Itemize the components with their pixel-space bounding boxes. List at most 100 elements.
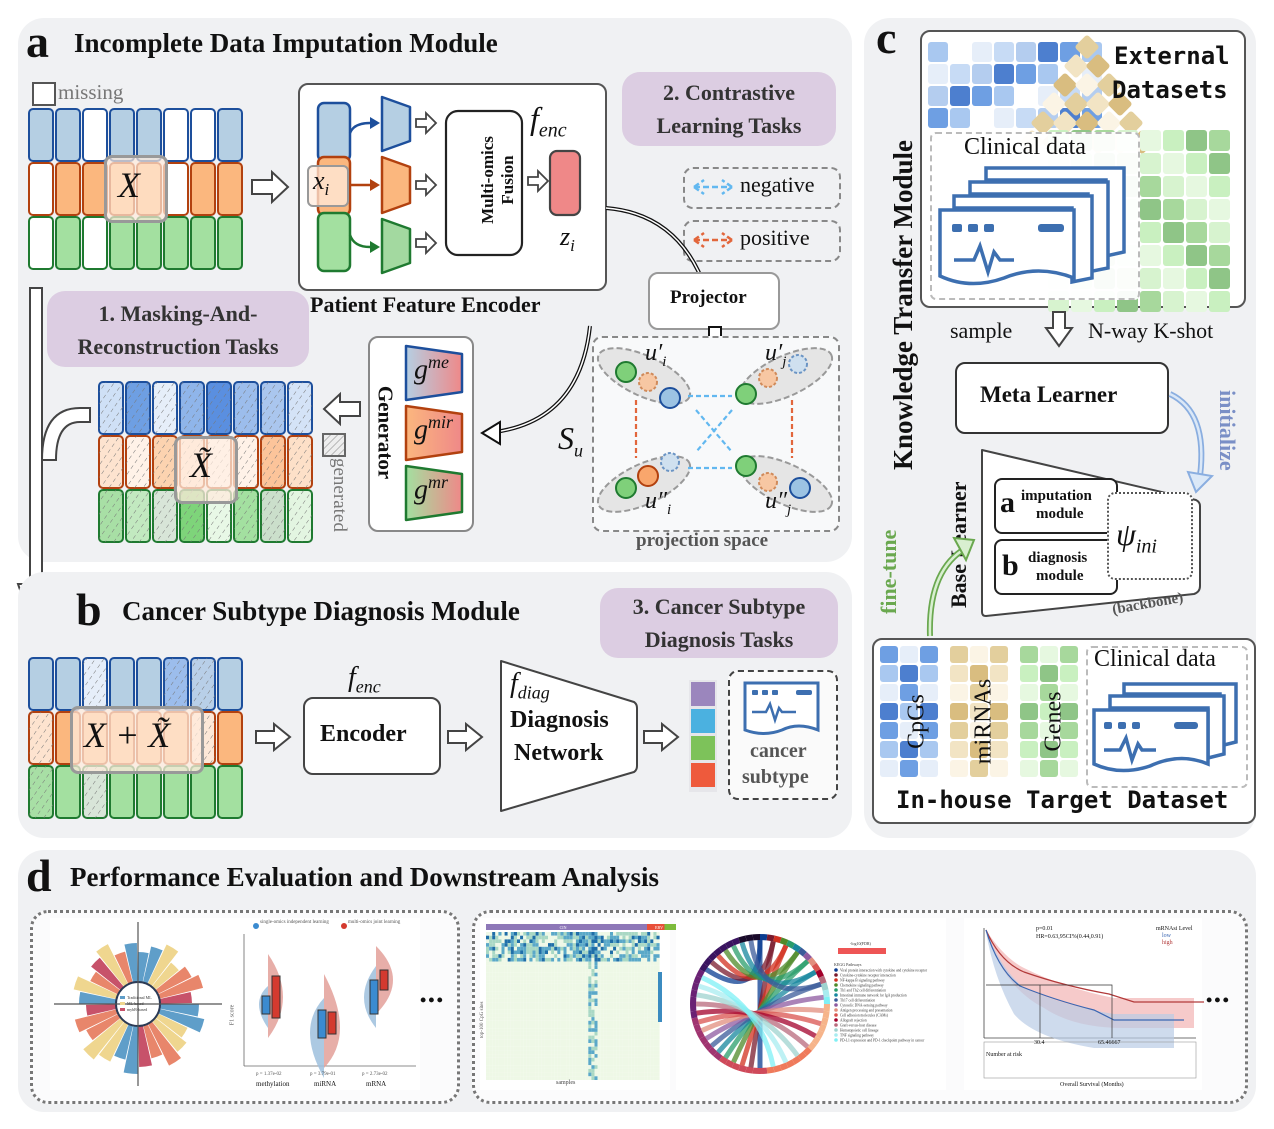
chord-arc bbox=[786, 940, 795, 949]
heatmap-cell bbox=[489, 1050, 493, 1055]
heatmap-cell bbox=[517, 1035, 521, 1040]
heatmap-cell bbox=[523, 1006, 527, 1010]
heatmap-cell bbox=[613, 1009, 617, 1014]
heatmap-cell bbox=[622, 946, 626, 951]
heatmap-cell bbox=[557, 1065, 561, 1069]
heatmap-cell bbox=[613, 1039, 617, 1043]
heatmap-cell bbox=[554, 972, 558, 977]
heatmap-cell bbox=[619, 987, 623, 992]
heatmap-cell bbox=[656, 961, 660, 966]
heatmap-cell bbox=[489, 932, 493, 936]
heatmap-cell bbox=[566, 1050, 570, 1055]
heatmap-cell bbox=[569, 939, 573, 944]
heatmap-cell bbox=[520, 1043, 524, 1047]
heatmap-cell bbox=[631, 998, 635, 1003]
heatmap-cell bbox=[535, 1039, 539, 1043]
heatmap-cell bbox=[535, 950, 539, 955]
heatmap-cell bbox=[591, 972, 595, 977]
heatmap-cell bbox=[579, 946, 583, 951]
heatmap-cell bbox=[650, 1013, 654, 1018]
heatmap-cell bbox=[560, 954, 564, 958]
heatmap-cell bbox=[631, 1020, 635, 1025]
heatmap-cell bbox=[495, 1046, 499, 1051]
generated-hatch bbox=[191, 658, 215, 710]
heatmap-cell bbox=[613, 1006, 617, 1010]
heatmap-cell bbox=[650, 1054, 654, 1058]
heatmap-cell bbox=[588, 1072, 592, 1077]
heatmap-cell bbox=[644, 983, 648, 988]
chord-arc bbox=[797, 947, 807, 957]
heatmap-cell bbox=[548, 1054, 552, 1058]
heatmap-group-label: CIN bbox=[560, 925, 567, 930]
heatmap-cell bbox=[613, 1046, 617, 1051]
heatmap-cell bbox=[575, 976, 579, 981]
heatmap-cell bbox=[504, 1002, 508, 1006]
recon-label: X̃ bbox=[190, 445, 212, 485]
heatmap-cell bbox=[597, 943, 601, 947]
heatmap-cell bbox=[641, 1006, 645, 1010]
heatmap-cell bbox=[588, 932, 592, 936]
heatmap-cell bbox=[575, 1024, 579, 1029]
heatmap-cell bbox=[591, 957, 595, 962]
heatmap-cell bbox=[569, 954, 573, 958]
heatmap-cell bbox=[597, 1065, 601, 1069]
heatmap-cell bbox=[585, 1043, 589, 1047]
heatmap-cell bbox=[613, 1057, 617, 1062]
heatmap-cell bbox=[647, 1024, 651, 1029]
chord-arc bbox=[696, 1030, 705, 1039]
heatmap-cell bbox=[579, 980, 583, 984]
heatmap-cell bbox=[634, 961, 638, 966]
heatmap-cell bbox=[551, 1054, 555, 1058]
chord-arc bbox=[738, 935, 747, 944]
heatmap-cell bbox=[560, 1076, 564, 1080]
heatmap-cell bbox=[498, 961, 502, 966]
heatmap-cell bbox=[495, 1013, 499, 1018]
heatmap-cell bbox=[603, 983, 607, 988]
heatmap-cell bbox=[520, 1057, 524, 1062]
heatmap-cell bbox=[560, 1006, 564, 1010]
panel-a-letter: a bbox=[26, 16, 49, 67]
heatmap-cell bbox=[594, 1013, 598, 1018]
matrix-cell bbox=[163, 216, 189, 270]
heatmap-cell bbox=[572, 980, 576, 984]
heatmap-cell bbox=[538, 1024, 542, 1029]
heatmap-cell bbox=[486, 1057, 490, 1062]
heatmap-cell bbox=[501, 1002, 505, 1006]
heatmap-cell bbox=[560, 1039, 564, 1043]
heatmap-cell bbox=[594, 939, 598, 944]
heatmap-cell bbox=[566, 943, 570, 947]
heatmap-cell bbox=[634, 954, 638, 958]
heatmap-cell bbox=[579, 991, 583, 995]
heatmap-cell bbox=[569, 972, 573, 977]
heatmap-cell bbox=[504, 961, 508, 966]
heatmap-cell bbox=[538, 1013, 542, 1018]
matrix-cell bbox=[109, 657, 135, 711]
heatmap-cell bbox=[653, 987, 657, 992]
heat-cell bbox=[1163, 199, 1184, 220]
heatmap-cell bbox=[610, 954, 614, 958]
heatmap-cell bbox=[579, 1039, 583, 1043]
heatmap-cell bbox=[498, 1013, 502, 1018]
heatmap-cell bbox=[616, 987, 620, 992]
heatmap-cell bbox=[517, 1061, 521, 1066]
heatmap-cell bbox=[548, 1017, 552, 1021]
psi-label: ψini bbox=[1116, 516, 1157, 558]
chord-legend-title: KEGG Pathways bbox=[834, 962, 862, 967]
heatmap-cell bbox=[489, 1043, 493, 1047]
heatmap-cell bbox=[597, 1020, 601, 1025]
heatmap-cell bbox=[631, 991, 635, 995]
heatmap-cell bbox=[631, 939, 635, 944]
heatmap-cell bbox=[647, 1043, 651, 1047]
heat-cell bbox=[1020, 665, 1038, 682]
heatmap-cell bbox=[591, 1006, 595, 1010]
heatmap-cell bbox=[634, 1024, 638, 1029]
heat-cell bbox=[1042, 92, 1066, 116]
heatmap-cell bbox=[637, 939, 641, 944]
heatmap-cell bbox=[625, 1076, 629, 1080]
heatmap-cell bbox=[492, 976, 496, 981]
radial-bar bbox=[74, 1009, 119, 1033]
heatmap-cell bbox=[526, 972, 530, 977]
heatmap-cell bbox=[585, 1024, 589, 1029]
heatmap-cell bbox=[566, 1054, 570, 1058]
heatmap-cell bbox=[523, 939, 527, 944]
